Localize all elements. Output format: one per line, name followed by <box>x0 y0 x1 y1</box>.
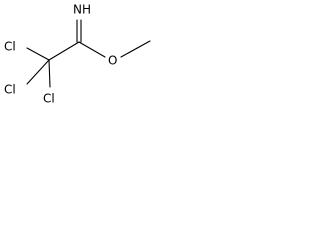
bond-o-ch3 <box>120 40 151 58</box>
chlorine-label-bottom-left: Cl <box>4 83 16 97</box>
chlorine-label-top-left: Cl <box>4 40 16 54</box>
atom-label-group: NH O Cl Cl Cl <box>4 3 117 106</box>
chemical-structure-diagram: NH O Cl Cl Cl <box>4 3 151 106</box>
bond-c-cl-left-bottom <box>26 59 50 85</box>
bond-c-o <box>78 41 106 58</box>
bond-c-c <box>48 41 80 61</box>
bond-c-cl-left-top <box>26 47 50 61</box>
chlorine-label-bottom: Cl <box>43 92 55 106</box>
bond-c-cl-bottom <box>48 59 51 88</box>
imine-label: NH <box>73 3 91 17</box>
bond-group <box>26 19 151 88</box>
oxygen-label: O <box>108 54 117 68</box>
